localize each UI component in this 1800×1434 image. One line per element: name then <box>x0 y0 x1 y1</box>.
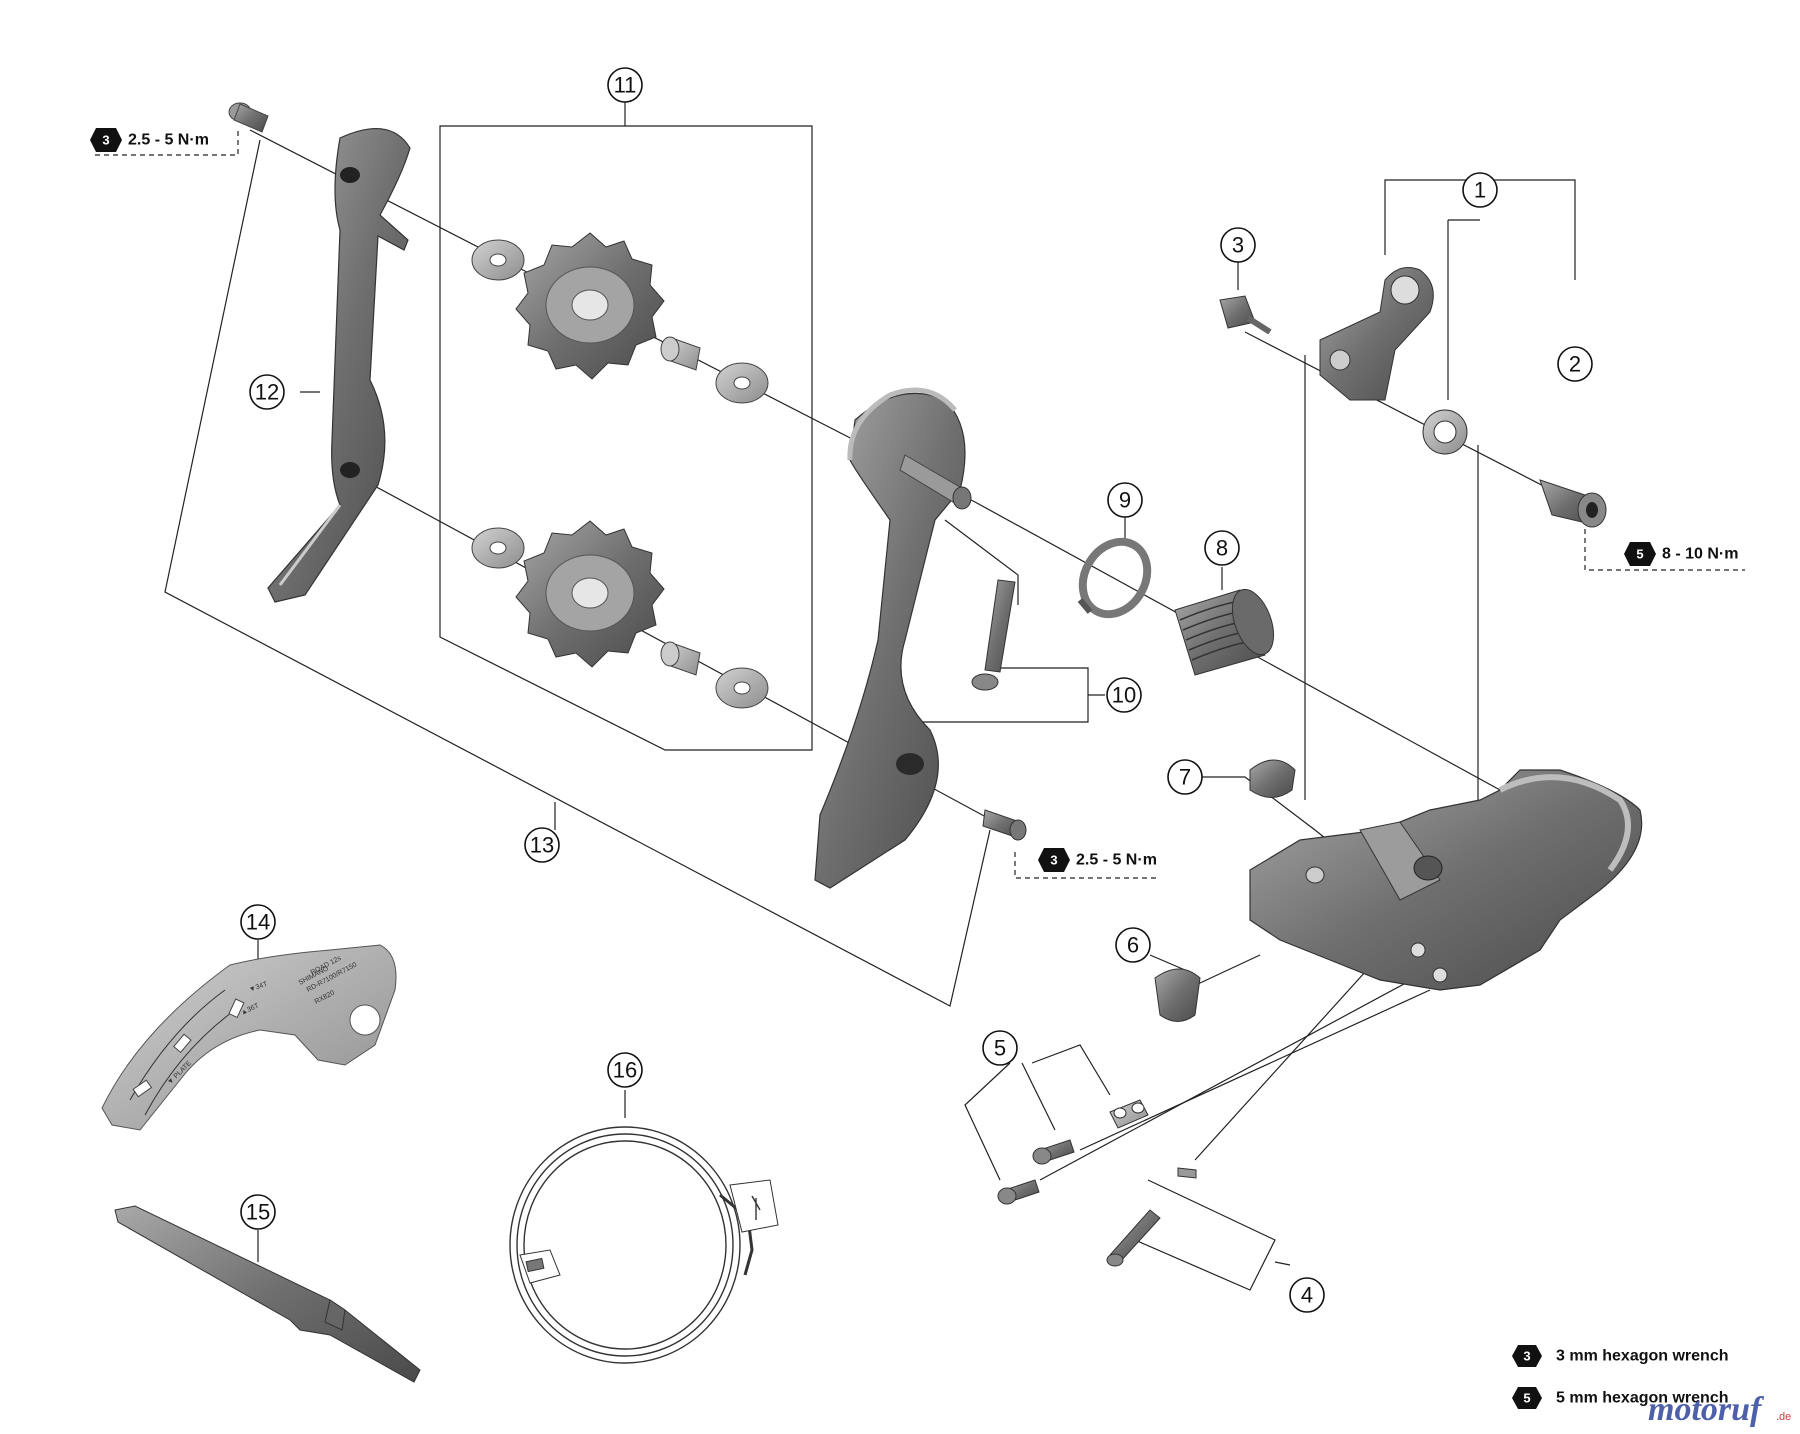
legend-item-3mm: 3 3 mm hexagon wrench <box>1512 1345 1729 1367</box>
svg-text:3: 3 <box>1232 233 1244 258</box>
svg-text:2: 2 <box>1569 352 1581 377</box>
torque-dashed-lines <box>95 128 1745 879</box>
torque-badge-top-right: 5 <box>1636 547 1643 562</box>
cage-pin-top <box>228 102 269 133</box>
callout-1: 1 <box>1462 172 1498 208</box>
hex-badge-icon <box>1512 1345 1542 1367</box>
svg-text:9: 9 <box>1119 488 1131 513</box>
svg-text:6: 6 <box>1127 933 1139 958</box>
callout-9: 9 <box>1107 482 1143 518</box>
chain-length-gauge: SHIMANO ROAD 12s RD-R7100/R7150 RX820 ▼3… <box>101 944 397 1131</box>
callout-12: 12 <box>249 374 285 410</box>
callout-8: 8 <box>1204 530 1240 566</box>
leader-lines <box>164 100 1591 1291</box>
logo-main-text: motoruf <box>1648 1391 1765 1428</box>
tension-ring <box>1077 537 1152 619</box>
legend-text-5mm: 5 mm hexagon wrench <box>1556 1390 1729 1407</box>
torque-text-lower: 2.5 - 5 N·m <box>1076 852 1157 869</box>
pulley-washer-lower-right <box>715 667 769 709</box>
inner-cage-plate <box>814 387 972 889</box>
svg-text:13: 13 <box>530 833 554 858</box>
svg-text:1: 1 <box>1474 178 1486 203</box>
pulley-bushing-lower <box>660 641 701 676</box>
end-cap <box>1249 759 1296 798</box>
callout-2: 2 <box>1557 346 1593 382</box>
tension-spring <box>1174 588 1275 676</box>
torque-spec-top-left: 3 2.5 - 5 N·m <box>90 128 209 152</box>
callout-11: 11 <box>607 67 643 103</box>
legend: 3 3 mm hexagon wrench 5 5 mm hexagon wre… <box>1512 1345 1729 1409</box>
svg-text:4: 4 <box>1301 1283 1313 1308</box>
callout-13: 13 <box>524 827 560 863</box>
legend-badge-3mm: 3 <box>1523 1349 1530 1364</box>
torque-badge-lower: 3 <box>1050 853 1057 868</box>
callout-16: 16 <box>607 1052 643 1088</box>
callout-14: 14 <box>240 904 276 940</box>
torque-text-top-left: 2.5 - 5 N·m <box>128 132 209 149</box>
callout-15: 15 <box>240 1194 276 1230</box>
svg-text:11: 11 <box>614 73 637 98</box>
torque-spec-lower: 3 2.5 - 5 N·m <box>1038 848 1157 872</box>
outer-cage-plate <box>267 127 411 603</box>
hex-badge-icon <box>1512 1387 1542 1409</box>
callout-6: 6 <box>1115 927 1151 963</box>
pulley-bushing-upper <box>660 336 701 371</box>
watermark-logo: motoruf .de <box>1648 1391 1791 1428</box>
legend-text-3mm: 3 mm hexagon wrench <box>1556 1348 1729 1365</box>
stopper-pin <box>971 579 1016 691</box>
pulley-washer-upper-right <box>715 362 769 404</box>
adjust-screws <box>997 1099 1149 1205</box>
torque-text-top-right: 8 - 10 N·m <box>1662 546 1738 563</box>
bracket-bushing <box>1422 409 1468 455</box>
mounting-bracket <box>1319 267 1434 401</box>
svg-text:7: 7 <box>1179 765 1191 790</box>
svg-text:16: 16 <box>613 1058 637 1083</box>
svg-text:10: 10 <box>1112 683 1136 708</box>
hex-badge-icon <box>1624 542 1656 566</box>
callout-5: 5 <box>982 1030 1018 1066</box>
legend-badge-5mm: 5 <box>1523 1391 1530 1406</box>
torque-badge-top-left: 3 <box>102 133 109 148</box>
usb-cable <box>509 1126 754 1364</box>
pulley-washer-upper-left <box>471 239 525 281</box>
fixing-pin <box>1106 1167 1197 1267</box>
svg-text:12: 12 <box>255 380 279 405</box>
cage-bolt-lower <box>982 809 1027 841</box>
svg-text:14: 14 <box>246 910 270 935</box>
torque-spec-top-right: 5 8 - 10 N·m <box>1624 542 1738 566</box>
derailleur-main-body <box>1249 769 1643 991</box>
svg-text:8: 8 <box>1216 536 1228 561</box>
svg-text:5: 5 <box>994 1036 1006 1061</box>
hex-badge-icon <box>90 128 122 152</box>
svg-text:15: 15 <box>246 1200 270 1225</box>
callout-3: 3 <box>1220 227 1256 263</box>
callout-7: 7 <box>1167 759 1203 795</box>
legend-item-5mm: 5 5 mm hexagon wrench <box>1512 1387 1729 1409</box>
callout-10: 10 <box>1106 677 1142 713</box>
adjust-tool <box>114 1205 421 1383</box>
callouts: 1 2 3 4 5 6 7 8 9 10 11 12 13 14 15 16 <box>240 67 1593 1313</box>
b-tension-screw <box>1219 295 1272 335</box>
cable-connector <box>519 1249 561 1284</box>
hex-badge-icon <box>1038 848 1070 872</box>
guide-pulley <box>515 232 665 380</box>
tension-pulley <box>515 520 665 668</box>
bracket-axle-bolt <box>1539 479 1607 528</box>
callout-4: 4 <box>1289 1277 1325 1313</box>
pulley-washer-lower-left <box>471 527 525 569</box>
logo-suffix-text: .de <box>1776 1411 1791 1423</box>
usb-plug <box>729 1179 779 1233</box>
side-cover <box>1154 968 1201 1022</box>
